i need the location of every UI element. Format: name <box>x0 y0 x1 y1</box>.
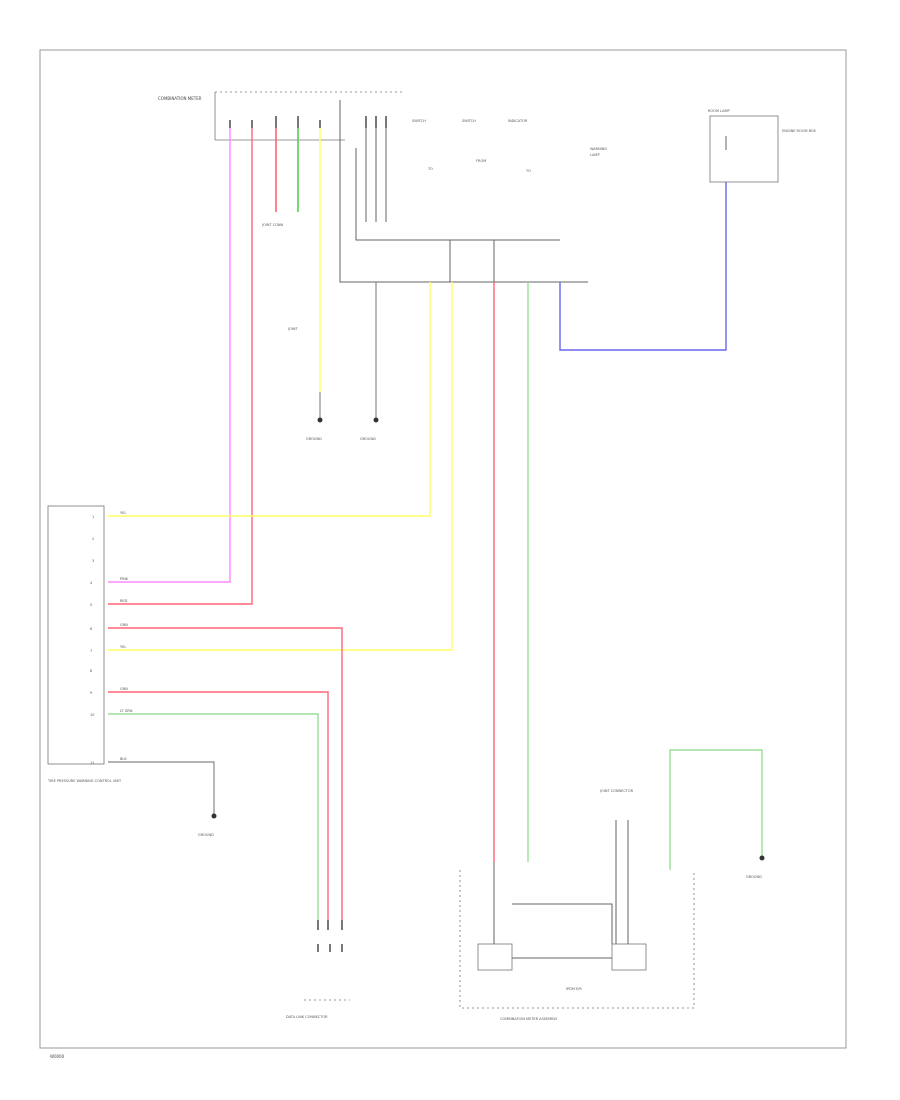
svg-text:INDICATOR: INDICATOR <box>508 119 528 123</box>
svg-text:RED: RED <box>120 599 128 603</box>
svg-text:YEL: YEL <box>120 511 126 515</box>
left-module-pins: 1 YEL 2 3 4 PINK 5 RED 6 GRN 7 YEL 8 9 G… <box>90 511 133 765</box>
top-inner-labels: SWITCH SWITCH INDICATOR WARNING LAMP TO … <box>412 119 607 173</box>
wire-pink-1 <box>108 128 231 583</box>
wire-yellow-3 <box>108 282 453 651</box>
svg-text:10: 10 <box>90 713 94 717</box>
svg-text:TO: TO <box>427 167 433 171</box>
ground-label-1: GROUND <box>306 437 322 441</box>
wire-red-4 <box>108 627 343 920</box>
wire-red-1 <box>108 128 253 605</box>
ground-label-4: GROUND <box>746 875 762 879</box>
left-module-label: TIRE PRESSURE WARNING CONTROL UNIT <box>47 779 122 783</box>
top-connector-label: COMBINATION METER <box>158 96 202 101</box>
svg-text:PINK: PINK <box>120 577 129 581</box>
svg-text:2: 2 <box>92 537 94 541</box>
ground-label-3: GROUND <box>198 833 214 837</box>
svg-text:FROM: FROM <box>476 159 486 163</box>
svg-text:GRN: GRN <box>120 623 128 627</box>
lower-box: COMBINATION METER ASSEMBLY JOINT CONNECT… <box>459 789 695 1021</box>
wire-yellow-2 <box>108 282 431 517</box>
svg-text:SWITCH: SWITCH <box>412 119 426 123</box>
wire-green-4 <box>669 749 763 870</box>
top-connector: COMBINATION METER <box>158 91 405 141</box>
svg-text:1: 1 <box>92 515 94 519</box>
svg-text:LAMP: LAMP <box>590 153 600 157</box>
svg-text:4: 4 <box>90 581 93 585</box>
svg-text:SWITCH: SWITCH <box>462 119 476 123</box>
left-module: TIRE PRESSURE WARNING CONTROL UNIT <box>47 505 122 783</box>
svg-text:TO: TO <box>525 169 531 173</box>
svg-text:8: 8 <box>90 669 92 673</box>
svg-text:GRN: GRN <box>120 687 128 691</box>
lower-ipdm-label: IPDM E/R <box>566 987 582 991</box>
lower-box-label: COMBINATION METER ASSEMBLY <box>500 1017 558 1021</box>
svg-text:YEL: YEL <box>120 645 126 649</box>
lower-joint-label: JOINT CONNECTOR <box>599 789 634 793</box>
wire-blue-1 <box>559 182 727 351</box>
svg-text:3: 3 <box>92 559 94 563</box>
bottom-connector-label: DATA LINK CONNECTOR <box>286 1015 328 1019</box>
svg-text:5: 5 <box>90 603 92 607</box>
top-right-component: ROOM LAMP ENGINE ROOM BOX <box>708 109 816 183</box>
wire-green-3 <box>108 713 319 920</box>
bottom-connector: DATA LINK CONNECTOR <box>286 920 350 1019</box>
top-right-label: ROOM LAMP <box>708 109 730 113</box>
diagram-frame <box>39 49 847 1049</box>
svg-text:LT GRN: LT GRN <box>120 709 133 713</box>
svg-text:JOINT: JOINT <box>287 327 298 331</box>
top-right-sub: ENGINE ROOM BOX <box>782 129 816 133</box>
svg-text:9: 9 <box>90 691 92 695</box>
svg-text:6: 6 <box>90 627 92 631</box>
svg-text:11: 11 <box>90 761 94 765</box>
svg-text:JOINT CONN: JOINT CONN <box>261 223 284 227</box>
page-code: W0000 <box>50 1054 65 1059</box>
svg-text:BLK: BLK <box>120 757 127 761</box>
wire-red-5 <box>108 691 329 920</box>
svg-text:7: 7 <box>90 649 92 653</box>
svg-text:WARNING: WARNING <box>590 147 607 151</box>
ground-label-2: GROUND <box>360 437 376 441</box>
